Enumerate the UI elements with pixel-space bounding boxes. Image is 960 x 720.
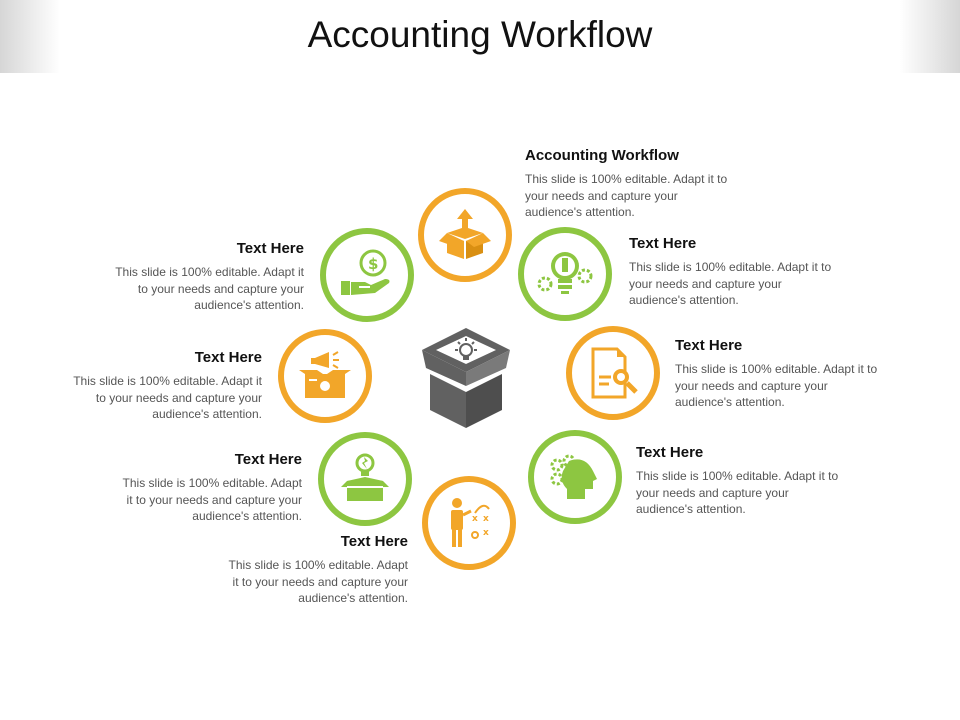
megaphone-box-icon	[299, 351, 351, 398]
hand-coin-icon: $	[341, 249, 390, 295]
corner-shade-right	[900, 0, 960, 73]
label-text-here-upper-right: Text Here This slide is 100% editable. A…	[629, 235, 864, 309]
label-text-here-right: Text Here This slide is 100% editable. A…	[675, 337, 910, 411]
node-strategy-person: x x x	[422, 476, 516, 570]
label-heading: Text Here	[629, 235, 697, 252]
page-title: Accounting Workflow	[307, 14, 653, 55]
svg-text:x: x	[483, 514, 489, 524]
node-box-with-arrow	[418, 188, 512, 282]
head-gears-icon	[550, 454, 597, 499]
label-text-here-bottom: Text Here This slide is 100% editable. A…	[173, 533, 408, 607]
label-heading: Text Here	[636, 444, 704, 461]
label-heading: Text Here	[194, 349, 262, 366]
node-hand-coin: $	[320, 228, 414, 322]
document-search-icon	[591, 347, 638, 399]
label-heading: Accounting Workflow	[525, 147, 679, 164]
label-body: This slide is 100% editable. Adapt it to…	[115, 265, 304, 312]
label-heading: Text Here	[234, 451, 302, 468]
lightbulb-gears-icon	[537, 252, 593, 294]
label-accounting-workflow: Accounting Workflow This slide is 100% e…	[525, 147, 760, 221]
label-body: This slide is 100% editable. Adapt it to…	[525, 172, 728, 219]
box-with-arrow-icon	[439, 209, 491, 259]
corner-shade-left	[0, 0, 60, 73]
label-body: This slide is 100% editable. Adapt it to…	[228, 558, 408, 605]
label-text-here-left: Text Here This slide is 100% editable. A…	[27, 349, 262, 423]
open-box-with-lightbulb-icon	[422, 328, 510, 428]
label-body: This slide is 100% editable. Adapt it to…	[122, 476, 302, 523]
strategy-person-icon: x x x	[451, 498, 490, 547]
svg-text:$: $	[368, 255, 378, 273]
node-head-gears	[528, 430, 622, 524]
label-text-here-lower-right: Text Here This slide is 100% editable. A…	[636, 444, 871, 518]
label-text-here-upper-left: Text Here This slide is 100% editable. A…	[69, 240, 304, 314]
label-heading: Text Here	[236, 240, 304, 257]
label-body: This slide is 100% editable. Adapt it to…	[629, 260, 832, 307]
label-heading: Text Here	[675, 337, 743, 354]
label-heading: Text Here	[340, 533, 408, 550]
node-box-lightbulb	[318, 432, 412, 526]
node-lightbulb-gears	[518, 227, 612, 321]
label-text-here-lower-left: Text Here This slide is 100% editable. A…	[67, 451, 302, 525]
svg-text:x: x	[483, 528, 489, 538]
label-body: This slide is 100% editable. Adapt it to…	[636, 469, 839, 516]
node-megaphone-box	[278, 329, 372, 423]
node-document-search	[566, 326, 660, 420]
label-body: This slide is 100% editable. Adapt it to…	[73, 374, 262, 421]
box-lightbulb-icon	[341, 453, 389, 501]
svg-text:x: x	[472, 514, 478, 524]
label-body: This slide is 100% editable. Adapt it to…	[675, 362, 878, 409]
